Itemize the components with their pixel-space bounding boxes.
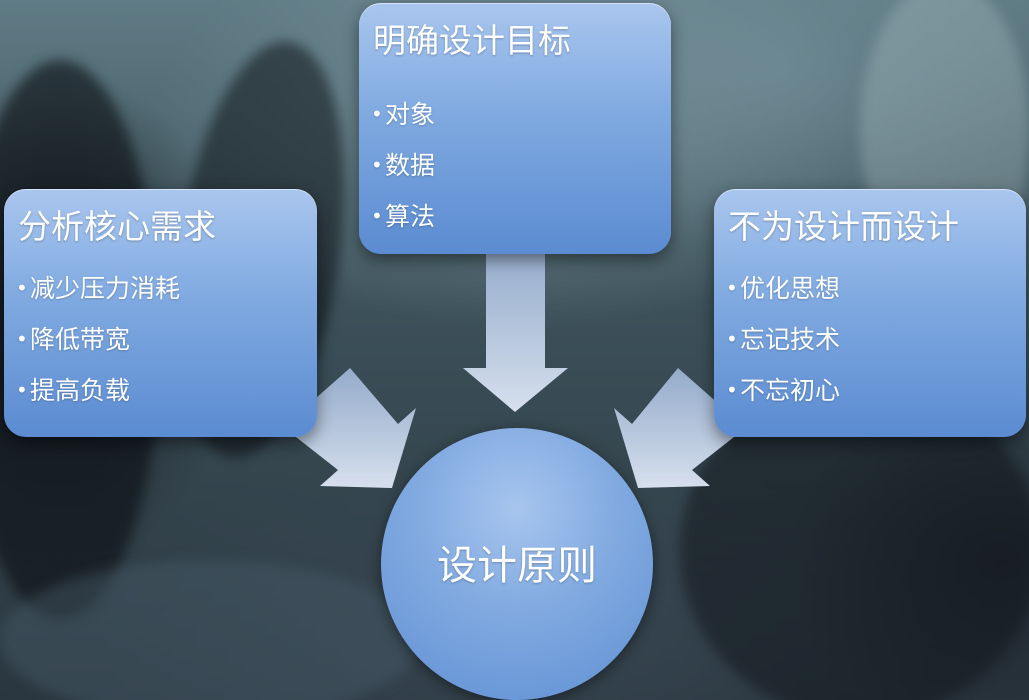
bullet-list: •优化思想 •忘记技术 •不忘初心 <box>726 263 840 416</box>
bullet-icon: • <box>371 102 383 126</box>
bullet-icon: • <box>726 327 738 351</box>
bullet-list: •对象 •数据 •算法 <box>371 89 435 242</box>
arrow-right <box>614 368 748 488</box>
box-define-design-goals: 明确设计目标 •对象 •数据 •算法 <box>359 3 671 254</box>
center-label: 设计原则 <box>437 543 597 589</box>
box-title: 不为设计而设计 <box>728 207 959 246</box>
bullet-icon: • <box>371 153 383 177</box>
list-item: •忘记技术 <box>726 314 840 365</box>
list-item: •不忘初心 <box>726 365 840 416</box>
box-no-design-for-design: 不为设计而设计 •优化思想 •忘记技术 •不忘初心 <box>714 189 1026 437</box>
bullet-icon: • <box>16 276 28 300</box>
box-title: 分析核心需求 <box>18 207 216 246</box>
bullet-icon: • <box>726 378 738 402</box>
bullet-icon: • <box>16 327 28 351</box>
list-item: •算法 <box>371 191 435 242</box>
box-analyze-core-needs: 分析核心需求 •减少压力消耗 •降低带宽 •提高负载 <box>4 189 317 437</box>
bullet-list: •减少压力消耗 •降低带宽 •提高负载 <box>16 263 180 416</box>
bullet-icon: • <box>726 276 738 300</box>
list-item: •降低带宽 <box>16 314 180 365</box>
list-item: •减少压力消耗 <box>16 263 180 314</box>
bullet-icon: • <box>371 204 383 228</box>
arrow-top <box>463 250 568 412</box>
box-title: 明确设计目标 <box>373 21 571 60</box>
list-item: •优化思想 <box>726 263 840 314</box>
center-circle-design-principles: 设计原则 <box>381 428 653 700</box>
list-item: •提高负载 <box>16 365 180 416</box>
list-item: •对象 <box>371 89 435 140</box>
bullet-icon: • <box>16 378 28 402</box>
list-item: •数据 <box>371 140 435 191</box>
arrow-left <box>282 368 416 488</box>
